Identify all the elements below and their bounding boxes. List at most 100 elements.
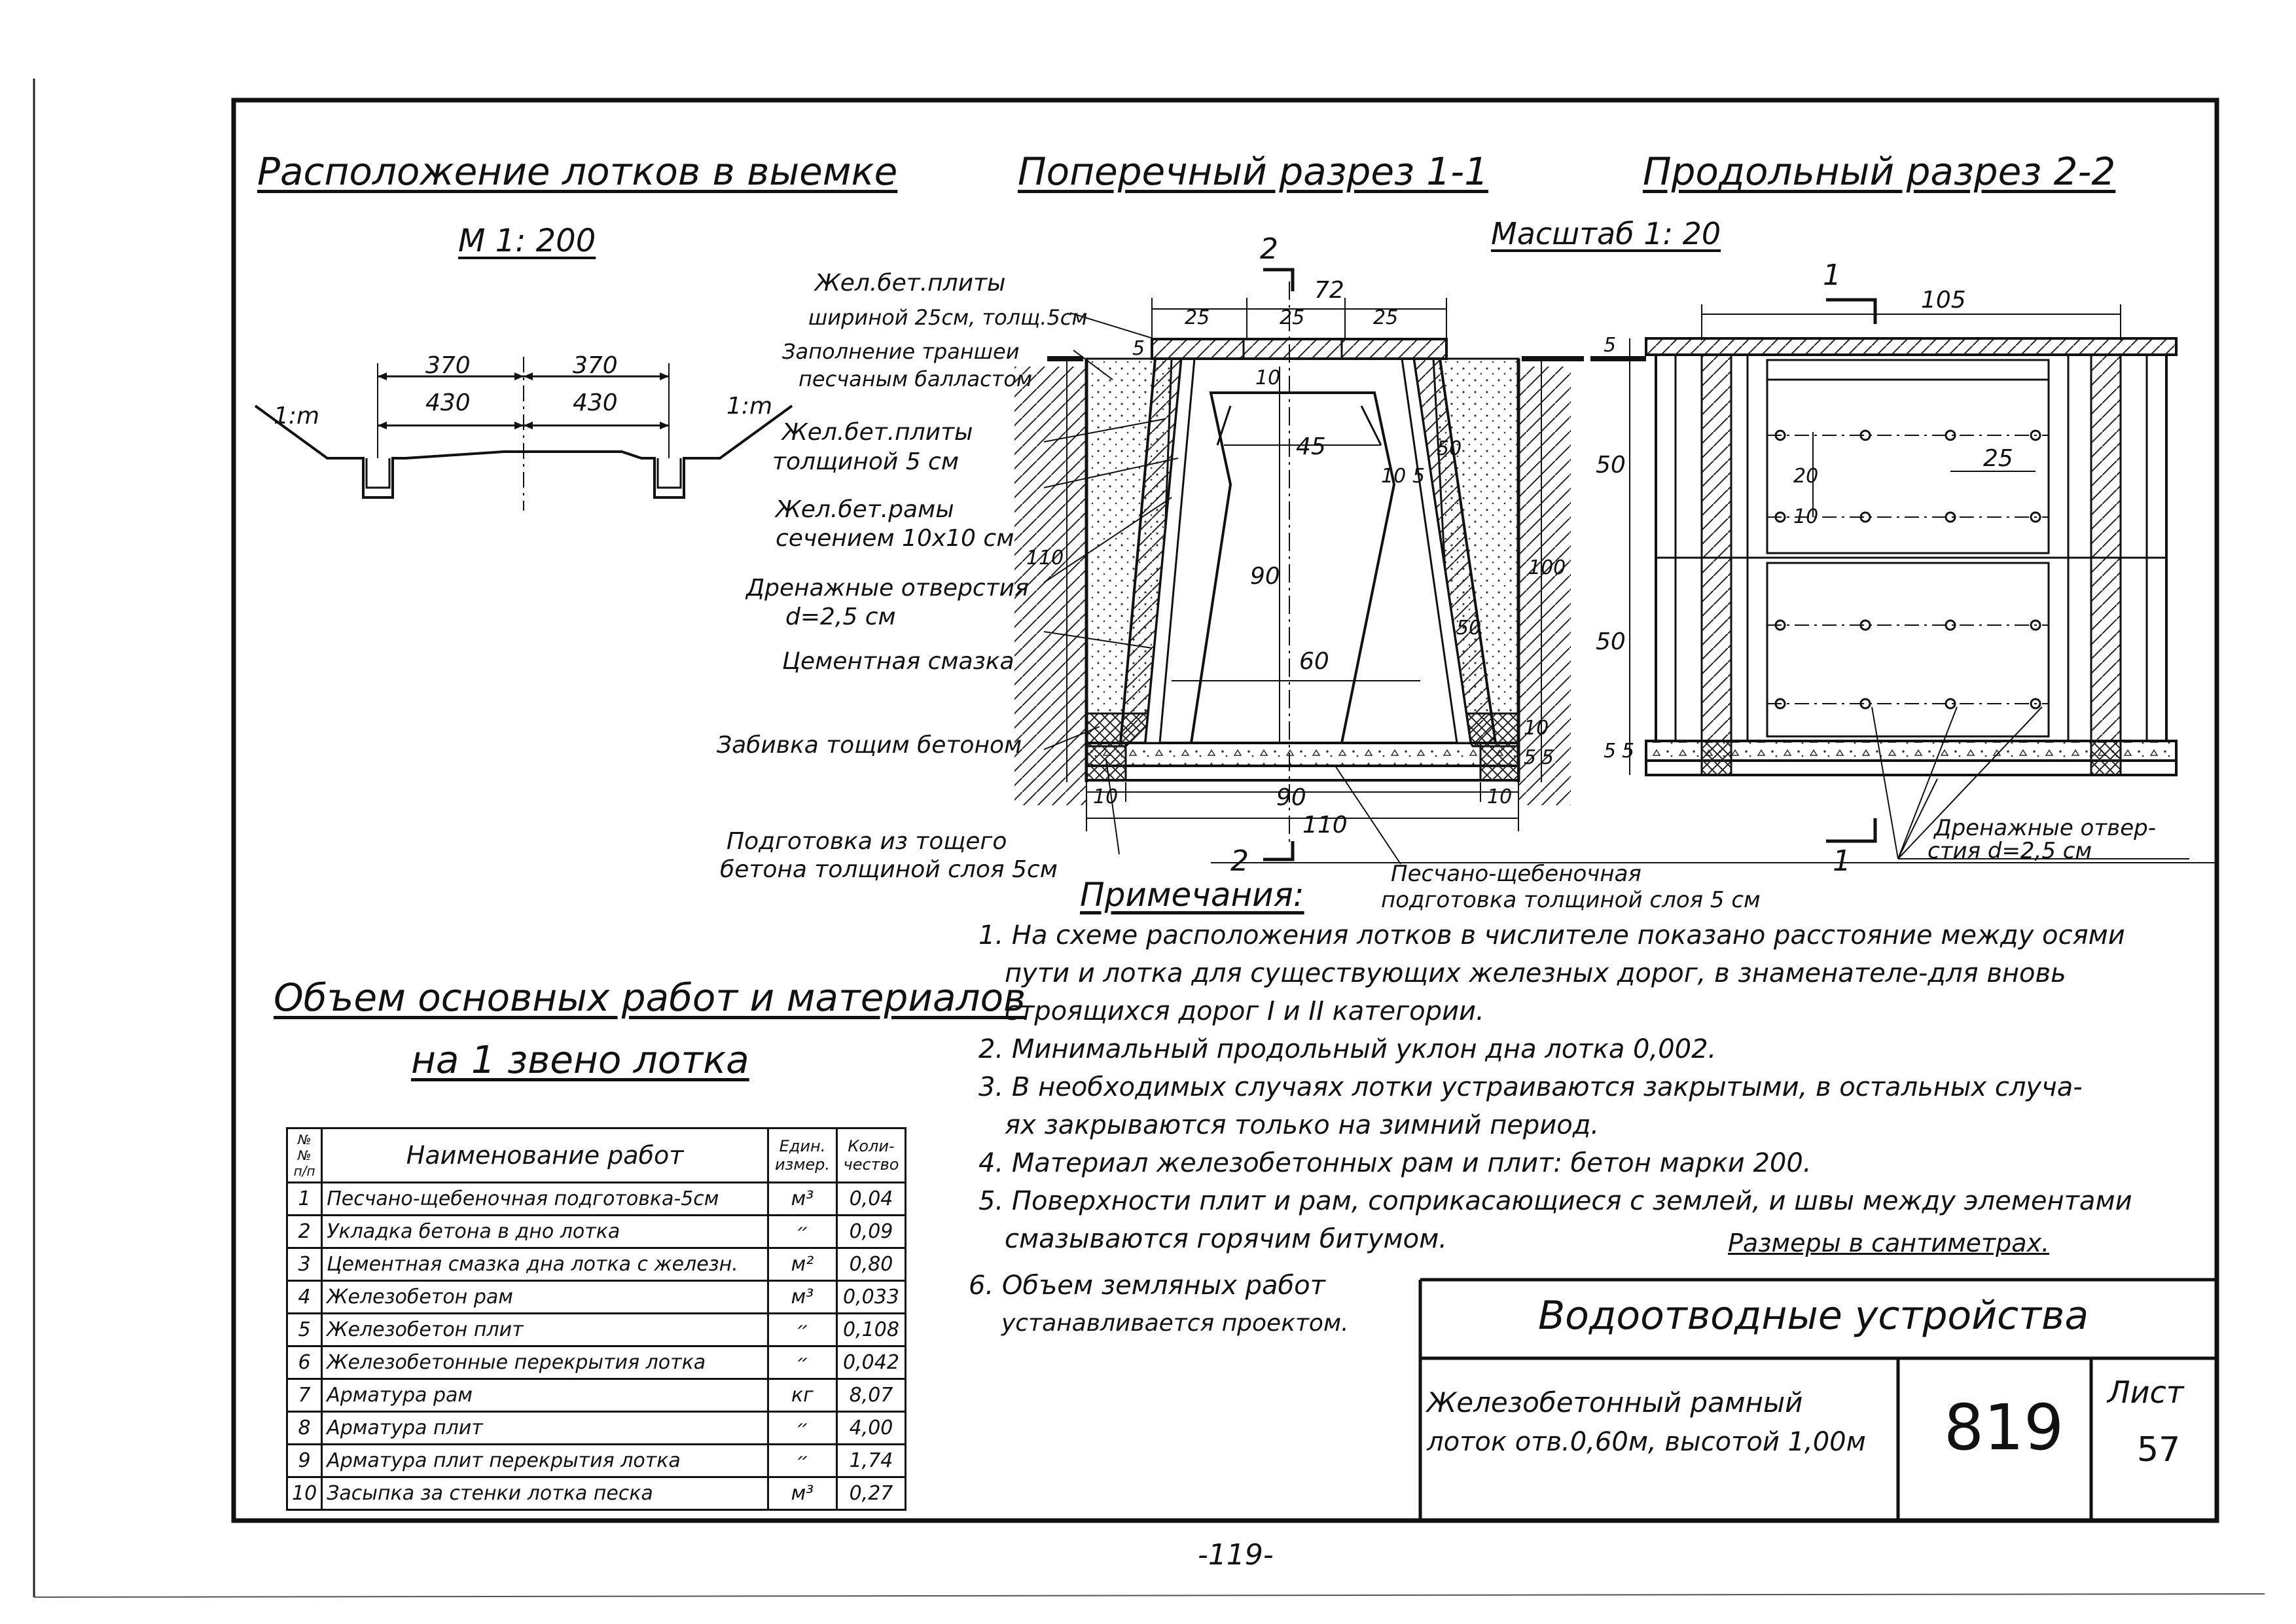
callout-cement: Цементная смазка	[782, 648, 1014, 675]
dim-90-vert: 90	[1250, 563, 1280, 590]
dim-10-b: 10	[1381, 465, 1407, 488]
col-qty: Коли-чество	[836, 1127, 906, 1183]
long-scale: Масштаб 1: 20	[1491, 216, 1721, 251]
callout-prep-1: Подготовка из тощего	[726, 828, 1007, 855]
callout-gravel-2: подготовка толщиной слоя 5 см	[1381, 887, 1761, 913]
dim-100-vert: 100	[1528, 556, 1566, 579]
sheet-number: 57	[2137, 1430, 2181, 1470]
long-dim-50b: 50	[1596, 628, 1626, 655]
dim-50-a: 50	[1437, 437, 1462, 460]
dim-430-right: 430	[573, 389, 618, 416]
dim-90-horiz: 90	[1276, 784, 1306, 811]
volume-title: Объем основных работ и материалов	[274, 975, 1026, 1020]
section-mark-top: 2	[1260, 232, 1278, 266]
callout-fill-title: Заполнение траншеи	[782, 339, 1020, 364]
units-note: Размеры в сантиметрах.	[1728, 1229, 2050, 1257]
callout-prep-2: бетона толщиной слоя 5см	[720, 856, 1058, 883]
dim-430-left: 430	[425, 389, 471, 416]
dim-10-right: 10	[1487, 785, 1513, 808]
callout-frames-section: сечением 10х10 см	[776, 525, 1014, 552]
dim-105: 105	[1921, 287, 1966, 314]
layout-scale: М 1: 200	[458, 223, 596, 259]
table-header-row: №№ п/п Наименование работ Един. измер. К…	[285, 1127, 906, 1183]
dim-5-top: 5	[1132, 337, 1145, 360]
sheet-label: Лист	[2108, 1375, 2184, 1410]
col-unit: Един. измер.	[767, 1127, 838, 1183]
dim-72: 72	[1314, 277, 1344, 304]
notes-title: Примечания:	[1080, 876, 1304, 914]
dim-50-b: 50	[1456, 617, 1482, 640]
dim-370-right: 370	[573, 352, 618, 379]
dim-10-top: 10	[1255, 367, 1281, 389]
long-dim-5a: 5	[1604, 334, 1617, 357]
long-section-title: Продольный разрез 2-2	[1643, 149, 2116, 194]
callout-long-drain-2: стия d=2,5 см	[1928, 838, 2092, 864]
note-line: 1. На схеме расположения лотков в числит…	[978, 920, 2125, 950]
dim-25a: 25	[1185, 306, 1210, 329]
callout-drain-holes: Дренажные отверстия	[746, 575, 1029, 602]
dim-10-c: 10	[1524, 717, 1549, 740]
callout-wall-slabs: Жел.бет.плиты	[782, 419, 973, 446]
cross-section	[1014, 268, 1584, 861]
page-number: -119-	[1198, 1538, 1274, 1572]
note-line: 6. Объем земляных работ	[969, 1271, 1325, 1301]
dim-370-left: 370	[425, 352, 471, 379]
long-mark-bottom: 1	[1833, 844, 1851, 878]
layout-title: Расположение лотков в выемке	[257, 149, 898, 194]
callout-long-drain-1: Дренажные отвер-	[1934, 815, 2156, 841]
slope-right: 1:m	[726, 393, 773, 420]
col-number: №№ п/п	[285, 1127, 323, 1183]
callout-gravel-1: Песчано-щебеночная	[1391, 861, 1641, 887]
note-line: 4. Материал железобетонных рам и плит: б…	[978, 1148, 1812, 1178]
dim-5-c: 5	[1524, 746, 1537, 769]
title-block-main: Водоотводные устройства	[1538, 1293, 2089, 1339]
long-dim-5b: 5	[1604, 740, 1617, 763]
dim-25c: 25	[1373, 306, 1399, 329]
note-line: устанавливается проектом.	[1001, 1310, 1349, 1337]
long-dim-20: 20	[1793, 465, 1819, 488]
dim-10-left: 10	[1093, 785, 1119, 808]
long-mark-top: 1	[1823, 259, 1841, 292]
dim-110-vert: 110	[1026, 547, 1064, 569]
note-line: пути и лотка для существующих железных д…	[1005, 958, 2066, 988]
dim-5-b: 5	[1412, 465, 1426, 488]
callout-wall-thickness: толщиной 5 см	[772, 448, 960, 475]
dim-60: 60	[1299, 648, 1329, 675]
note-line: ях закрываются только на зимний период.	[1005, 1110, 1600, 1140]
long-dim-25: 25	[1983, 445, 2013, 472]
title-block-lines	[1211, 862, 2217, 1521]
long-dim-10: 10	[1793, 505, 1819, 528]
note-line: 5. Поверхности плит и рам, соприкасающие…	[978, 1186, 2132, 1216]
volume-subtitle: на 1 звено лотка	[411, 1038, 749, 1082]
dim-5-d: 5	[1541, 746, 1554, 769]
note-line: строящихся дорог I и II категории.	[1005, 996, 1484, 1026]
long-dim-5c: 5	[1622, 740, 1635, 763]
callout-fill-desc: песчаным балластом	[798, 367, 1033, 391]
callout-lean-fill: Забивка тощим бетоном	[717, 732, 1022, 759]
col-name: Наименование работ	[321, 1127, 769, 1183]
callout-drain-d: d=2,5 см	[785, 604, 896, 630]
title-block-desc-1: Железобетонный рамный	[1427, 1386, 1803, 1418]
callout-leaders	[1043, 312, 1401, 865]
title-block-desc-2: лоток отв.0,60м, высотой 1,00м	[1427, 1427, 1866, 1457]
dim-110-horiz: 110	[1302, 812, 1348, 839]
drawing-code: 819	[1944, 1391, 2064, 1464]
cross-section-title: Поперечный разрез 1-1	[1018, 149, 1489, 194]
longitudinal-section	[1590, 298, 2189, 859]
note-line: смазываются горячим битумом.	[1005, 1224, 1447, 1254]
note-line: 2. Минимальный продольный уклон дна лотк…	[978, 1034, 1717, 1064]
callout-slabs-title: Жел.бет.плиты	[815, 270, 1006, 297]
sheet-frame	[231, 98, 2219, 1523]
volume-table: №№ п/п Наименование работ Един. измер. К…	[285, 1127, 906, 1511]
dim-45: 45	[1296, 433, 1326, 460]
